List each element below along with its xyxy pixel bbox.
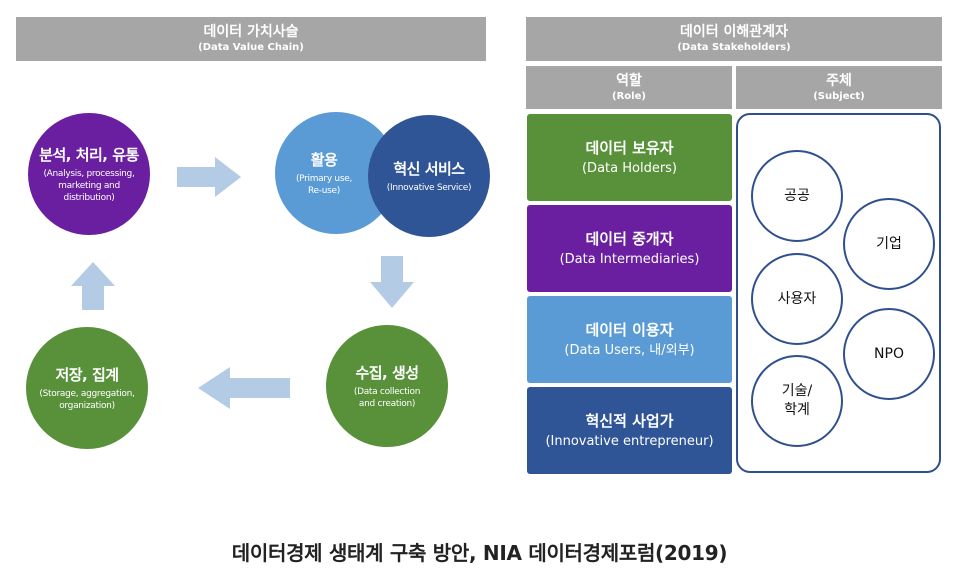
value-chain-subtitle: (Data Value Chain) (198, 42, 304, 53)
arrow-up-icon (71, 262, 115, 310)
analysis-title: 분석, 처리, 유통 (39, 145, 139, 164)
value-chain-title: 데이터 가치사슬 (203, 24, 299, 40)
subject-tech-academia: 기술/ 학계 (751, 355, 843, 447)
role-innovative-entrepreneur-title: 혁신적 사업가 (585, 411, 674, 430)
role-data-intermediaries-title: 데이터 중개자 (585, 229, 674, 248)
role-innovative-entrepreneur: 혁신적 사업가 (Innovative entrepreneur) (527, 387, 732, 474)
role-title: 역할 (616, 72, 642, 89)
source-caption: 데이터경제 생태계 구축 방안, NIA 데이터경제포럼(2019) (231, 541, 728, 565)
collection-circle: 수집, 생성 (Data collection and creation) (326, 325, 448, 447)
stakeholders-header: 데이터 이해관계자 (Data Stakeholders) (526, 17, 942, 61)
role-data-holders-title: 데이터 보유자 (585, 138, 674, 157)
subject-user: 사용자 (751, 253, 843, 345)
role-header: 역할 (Role) (526, 66, 732, 109)
subject-enterprise: 기업 (843, 198, 935, 290)
collection-title: 수집, 생성 (355, 363, 419, 382)
subject-public: 공공 (751, 150, 843, 242)
subject-container: 공공 기업 사용자 NPO 기술/ 학계 (736, 113, 941, 473)
stakeholders-title: 데이터 이해관계자 (680, 24, 788, 40)
role-data-intermediaries: 데이터 중개자 (Data Intermediaries) (527, 205, 732, 292)
use-title: 활용 (310, 150, 338, 169)
subject-npo: NPO (843, 308, 935, 400)
use-desc: (Primary use, Re-use) (295, 173, 353, 196)
subject-header: 주체 (Subject) (736, 66, 942, 109)
subject-title: 주체 (826, 72, 852, 89)
arrow-down-icon (370, 256, 414, 308)
analysis-circle: 분석, 처리, 유통 (Analysis, processing, market… (28, 113, 150, 235)
role-data-holders: 데이터 보유자 (Data Holders) (527, 114, 732, 201)
stakeholders-subtitle: (Data Stakeholders) (677, 42, 791, 53)
innovation-circle: 혁신 서비스 (Innovative Service) (368, 115, 490, 237)
storage-title: 저장, 집계 (55, 365, 119, 384)
analysis-desc: (Analysis, processing, marketing and dis… (43, 168, 135, 203)
innovation-title: 혁신 서비스 (393, 159, 465, 178)
role-data-users-desc: (Data Users, 내/외부) (564, 342, 695, 358)
role-data-users: 데이터 이용자 (Data Users, 내/외부) (527, 296, 732, 383)
role-data-intermediaries-desc: (Data Intermediaries) (559, 251, 700, 267)
subject-subtitle: (Subject) (813, 90, 865, 102)
value-chain-header: 데이터 가치사슬 (Data Value Chain) (16, 17, 486, 61)
innovation-desc: (Innovative Service) (386, 182, 472, 193)
collection-desc: (Data collection and creation) (353, 386, 421, 409)
arrow-left-icon (198, 367, 290, 409)
role-innovative-entrepreneur-desc: (Innovative entrepreneur) (545, 433, 714, 449)
role-subtitle: (Role) (612, 90, 646, 102)
arrow-right-icon (177, 157, 241, 197)
storage-circle: 저장, 집계 (Storage, aggregation, organizati… (26, 327, 148, 449)
storage-desc: (Storage, aggregation, organization) (39, 388, 135, 411)
role-data-users-title: 데이터 이용자 (585, 320, 674, 339)
role-data-holders-desc: (Data Holders) (581, 160, 678, 176)
